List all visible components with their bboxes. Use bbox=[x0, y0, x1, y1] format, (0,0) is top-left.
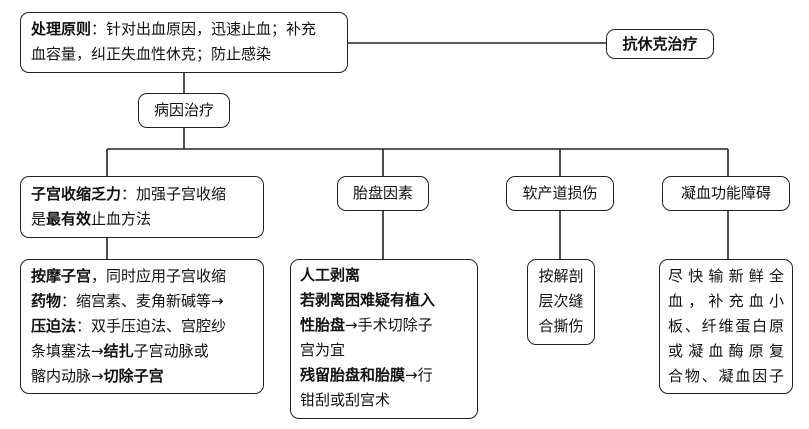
placenta-detail-box: 人工剥离 若剥离困难疑有植入 性胎盘→手术切除子 宫为宜 残留胎盘和胎膜→行 钳… bbox=[290, 259, 478, 419]
uterine-title: 子宫收缩乏力 bbox=[31, 185, 122, 203]
uterine-detail-l4-rest: 子宫动脉或 bbox=[133, 342, 209, 360]
antishock-box: 抗休克治疗 bbox=[606, 29, 714, 59]
placenta-box: 胎盘因素 bbox=[337, 176, 429, 211]
placenta-label: 胎盘因素 bbox=[352, 184, 413, 202]
uterine-detail-l1-bold: 按摩子宫 bbox=[31, 267, 92, 285]
principle-label: 处理原则 bbox=[31, 20, 92, 38]
coag-detail-l2: 血，补充血小 bbox=[668, 292, 784, 310]
coagulation-box: 凝血功能障碍 bbox=[662, 176, 790, 211]
placenta-detail-l6: 钳刮或刮宫术 bbox=[300, 391, 391, 409]
soft-detail-l1: 按解剖 bbox=[538, 267, 584, 285]
etiology-label: 病因治疗 bbox=[153, 101, 214, 119]
soft-detail-l2: 层次缝 bbox=[538, 292, 584, 310]
uterine-line2-post: 止血方法 bbox=[91, 210, 152, 228]
principle-box: 处理原则：针对出血原因，迅速止血；补充 血容量，纠正失血性休克；防止感染 bbox=[20, 12, 348, 73]
soft-tract-detail-box: 按解剖 层次缝 合撕伤 bbox=[527, 259, 595, 345]
uterine-title-rest: ：加强子宫收缩 bbox=[121, 185, 227, 203]
uterine-detail-l3-bold: 压迫法 bbox=[31, 317, 77, 335]
placenta-detail-l1: 人工剥离 bbox=[300, 266, 361, 284]
placenta-detail-l5-bold: 残留胎盘和胎膜 bbox=[300, 366, 406, 384]
uterine-detail-l2-bold: 药物 bbox=[31, 292, 62, 310]
soft-tract-box: 软产道损伤 bbox=[506, 176, 614, 211]
principle-text-2: 血容量，纠正失血性休克；防止感染 bbox=[31, 45, 272, 63]
coagulation-label: 凝血功能障碍 bbox=[680, 184, 771, 202]
principle-text-1: ：针对出血原因，迅速止血；补充 bbox=[91, 20, 317, 38]
soft-detail-l3: 合撕伤 bbox=[538, 317, 584, 335]
coag-detail-l3: 板、纤维蛋白原 bbox=[668, 317, 784, 335]
uterine-detail-box: 按摩子宫，同时应用子宫收缩 药物：缩宫素、麦角新碱等→ 压迫法：双手压迫法、宫腔… bbox=[20, 259, 264, 394]
placenta-detail-l4: 宫为宜 bbox=[300, 341, 346, 359]
uterine-atony-box: 子宫收缩乏力：加强子宫收缩 是最有效止血方法 bbox=[20, 176, 264, 238]
uterine-detail-l5-pre: 髂内动脉→ bbox=[31, 367, 104, 385]
coag-detail-l5: 合物、凝血因子 bbox=[668, 367, 784, 385]
coagulation-detail-box: 尽快输新鲜全 血，补充血小 板、纤维蛋白原 或凝血酶原复 合物、凝血因子 bbox=[659, 259, 793, 394]
uterine-line2-pre: 是 bbox=[31, 210, 47, 228]
placenta-detail-l5-rest: →行 bbox=[405, 366, 433, 384]
uterine-detail-l4-bold: 结扎 bbox=[103, 342, 134, 360]
placenta-detail-l3-bold: 性胎盘 bbox=[300, 316, 346, 334]
uterine-detail-l4-pre: 条填塞法→ bbox=[31, 342, 104, 360]
uterine-detail-l5-bold: 切除子宫 bbox=[103, 367, 164, 385]
antishock-label: 抗休克治疗 bbox=[622, 34, 698, 53]
coag-detail-l4: 或凝血酶原复 bbox=[668, 342, 784, 360]
coag-detail-l1: 尽快输新鲜全 bbox=[668, 267, 784, 285]
uterine-detail-l1-rest: ，同时应用子宫收缩 bbox=[91, 267, 227, 285]
placenta-detail-l2: 若剥离困难疑有植入 bbox=[300, 291, 436, 309]
placenta-detail-l3-rest: →手术切除子 bbox=[345, 316, 433, 334]
soft-tract-label: 软产道损伤 bbox=[522, 184, 598, 202]
uterine-detail-l3-rest: ：双手压迫法、宫腔纱 bbox=[76, 317, 227, 335]
etiology-box: 病因治疗 bbox=[138, 93, 230, 128]
uterine-line2-bold: 最有效 bbox=[46, 210, 92, 228]
uterine-detail-l2-rest: ：缩宫素、麦角新碱等→ bbox=[61, 292, 224, 310]
